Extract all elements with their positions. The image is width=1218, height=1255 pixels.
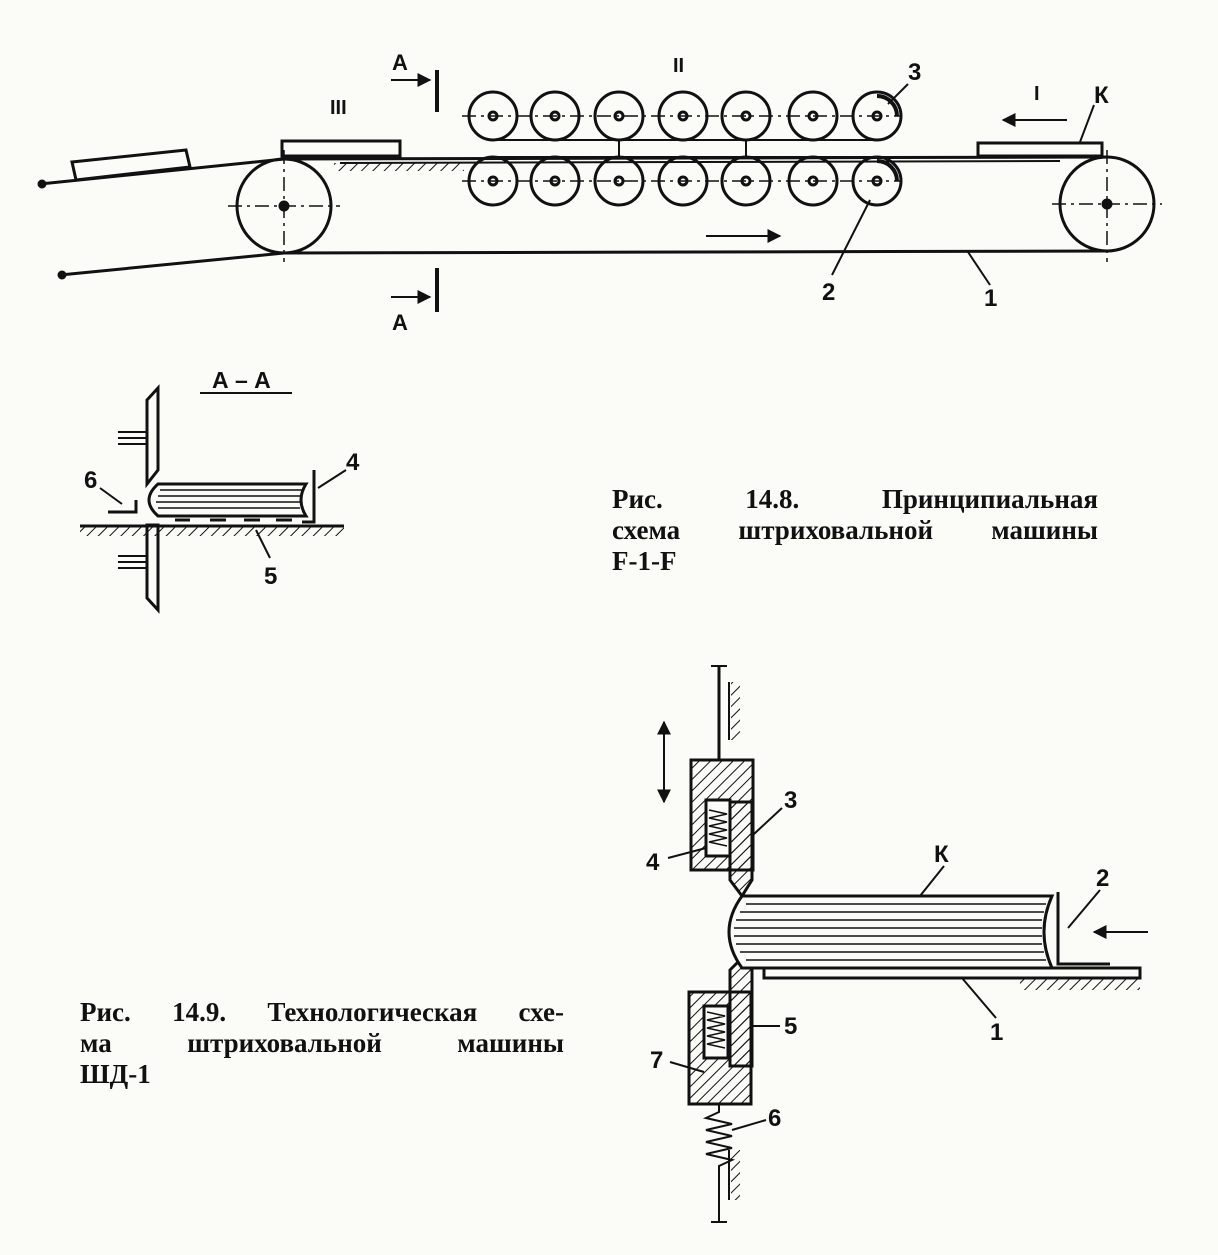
fig149-part-label-5: 5 xyxy=(784,1013,797,1040)
figure-14-9-diagram xyxy=(657,665,1148,1223)
fig149-part-label-3: 3 xyxy=(784,787,797,814)
leader-3 xyxy=(887,83,909,105)
section-label-bottom: А xyxy=(392,310,408,335)
leader-6-149 xyxy=(731,1119,767,1131)
side-guide xyxy=(108,500,138,514)
fig149-part-label-k: К xyxy=(934,841,949,868)
left-pulley xyxy=(228,150,340,262)
support-base-hatch xyxy=(80,527,344,536)
book-block-fig149 xyxy=(727,894,1055,970)
delivery-chute xyxy=(37,148,285,280)
lower-pressure-plate xyxy=(145,523,160,614)
section-part-label-6: 6 xyxy=(84,467,97,494)
stop-plate xyxy=(302,470,316,524)
leader-2-149 xyxy=(1067,889,1101,929)
caption-fig-14-8-line-3: F-1-F xyxy=(612,546,677,576)
fig149-part-label-2: 2 xyxy=(1096,865,1109,892)
book-block-right xyxy=(976,141,1104,158)
support-table xyxy=(762,966,1142,980)
book-block-left xyxy=(280,139,402,158)
section-title: А – А xyxy=(212,367,271,393)
plate-spring-top xyxy=(118,431,147,445)
leader-k xyxy=(1079,104,1095,143)
conveyor-belt xyxy=(283,155,1108,255)
section-mark-bottom xyxy=(391,268,439,312)
figure-14-8-diagram xyxy=(37,70,1162,312)
leader-4-section xyxy=(317,469,347,489)
upper-spring xyxy=(708,809,728,847)
upper-forming-plate xyxy=(728,800,754,899)
section-part-label-4: 4 xyxy=(346,449,360,476)
part-label-1: 1 xyxy=(984,285,997,312)
zone-label-3: III xyxy=(330,97,347,119)
section-part-label-5: 5 xyxy=(264,563,277,590)
caption-fig-14-9-line-1: Рис. 14.9. Технологическая схе- xyxy=(80,997,564,1027)
caption-fig-14-9-line-3: ШД-1 xyxy=(80,1059,151,1089)
support-table-hatch xyxy=(334,163,464,171)
fig149-part-label-6: 6 xyxy=(768,1105,781,1132)
fig149-part-label-4: 4 xyxy=(646,849,660,876)
lower-spring xyxy=(706,1011,726,1049)
leader-3-149 xyxy=(753,807,783,835)
roller-connectors xyxy=(493,139,877,158)
leader-1 xyxy=(967,251,991,286)
plate-spring-bottom xyxy=(118,555,147,569)
caption-fig-14-8-line-2: схема штриховальной машины xyxy=(612,515,1098,545)
lower-forming-plate xyxy=(728,955,754,1068)
section-label-top: А xyxy=(392,50,408,75)
support-table-hatch-149 xyxy=(1020,979,1140,990)
lower-roller-row xyxy=(462,155,903,207)
zone-label-1: I xyxy=(1034,83,1040,105)
part-label-3: 3 xyxy=(908,59,921,86)
caption-fig-14-8: Рис. 14.8. Принципиальная схема штрихова… xyxy=(612,484,1098,577)
zone-label-2: II xyxy=(673,55,684,77)
leader-2 xyxy=(831,199,871,276)
section-mark-top xyxy=(391,70,439,112)
fig149-part-label-1: 1 xyxy=(990,1019,1003,1046)
caption-fig-14-8-line-1: Рис. 14.8. Принципиальная xyxy=(612,484,1098,514)
leader-4-149 xyxy=(667,847,707,859)
part-label-k: К xyxy=(1094,82,1109,109)
pusher xyxy=(1056,892,1110,966)
upper-pressure-plate xyxy=(145,384,160,489)
leader-k-149 xyxy=(919,865,945,897)
leader-7-149 xyxy=(669,1061,705,1073)
upper-roller-row xyxy=(462,90,903,142)
book-block-section xyxy=(147,482,309,518)
right-pulley xyxy=(1052,150,1162,262)
caption-fig-14-9: Рис. 14.9. Технологическая схе- ма штрих… xyxy=(80,997,564,1090)
fig149-part-label-7: 7 xyxy=(650,1047,663,1074)
part-label-2: 2 xyxy=(822,279,835,306)
leader-5-section xyxy=(255,529,271,559)
leader-6-section xyxy=(99,487,123,505)
leader-1-149 xyxy=(961,977,997,1019)
section-a-a-diagram xyxy=(80,384,347,614)
caption-fig-14-9-line-2: ма штриховальной машины xyxy=(80,1028,564,1058)
